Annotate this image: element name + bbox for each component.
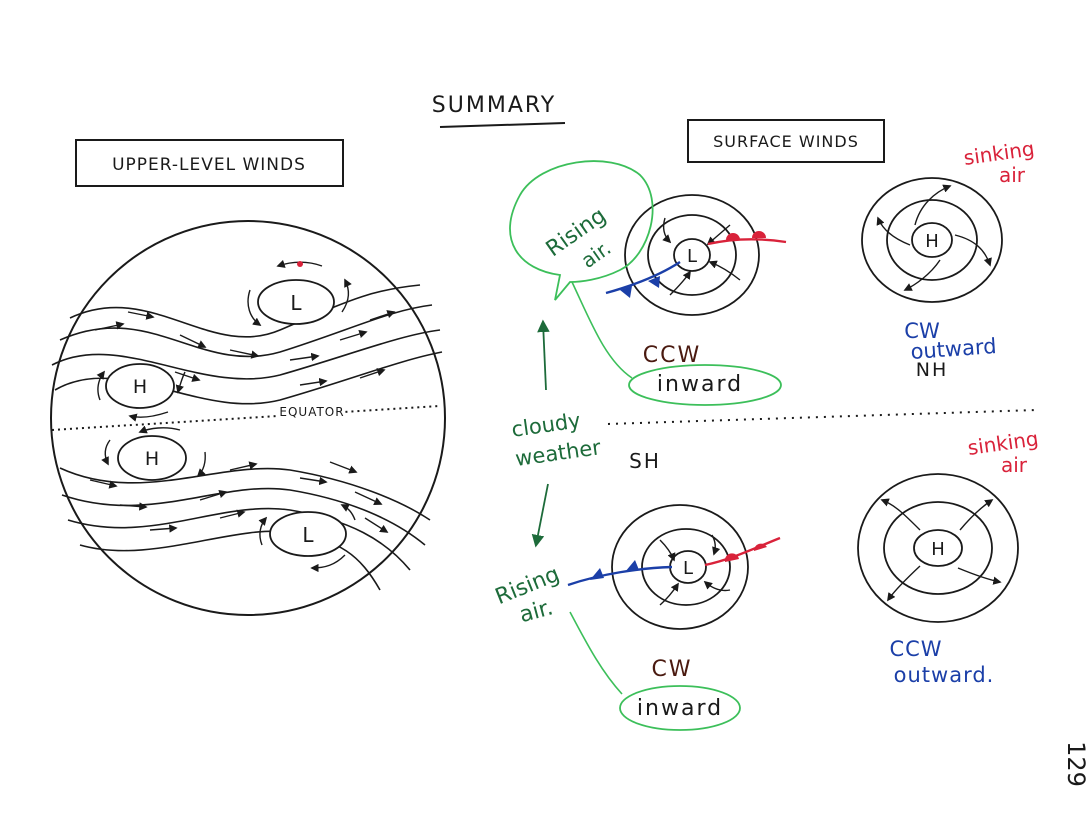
sh-high-rotation: CCW — [889, 637, 942, 661]
nh-upper-low-symbol: L — [290, 291, 302, 315]
cloudy-weather-line2: weather — [514, 435, 603, 471]
sh-low-rotation: CW — [651, 657, 692, 682]
sh-surface-low: L — [567, 504, 781, 630]
page-number: 129 — [1062, 741, 1088, 787]
sh-surface-low-symbol: L — [683, 558, 693, 579]
surface-label-box — [687, 119, 885, 163]
nh-surface-high: H — [861, 177, 1003, 303]
equator-line — [51, 405, 441, 431]
arrow-down-rising — [531, 483, 549, 548]
sh-upper-low-symbol: L — [302, 523, 314, 547]
sh-hemisphere-label: SH — [629, 449, 661, 473]
sh-upper-high-symbol: H — [145, 448, 159, 470]
sh-high-flow: outward. — [894, 663, 995, 687]
arrow-up-rising — [537, 319, 550, 391]
rising-air-top-bubble — [509, 160, 654, 301]
nh-sinking-air-line2: air — [999, 163, 1026, 187]
page-title: SUMMARY — [432, 93, 556, 118]
nh-low-inward-highlight — [628, 364, 782, 406]
sh-surface-high-symbol: H — [931, 539, 945, 560]
sh-surface-high: H — [857, 473, 1019, 623]
nh-high-rotation: CW — [904, 319, 940, 343]
equator-label: EQUATOR — [279, 405, 344, 419]
surface-label: SURFACE WINDS — [713, 132, 859, 151]
leader-bottom — [569, 611, 623, 695]
upper-level-globe: EQUATOR L H — [50, 220, 446, 616]
sh-low-flow: inward — [637, 696, 723, 721]
nh-surface-low: L — [605, 194, 787, 316]
cloudy-weather-line1: cloudy — [510, 408, 582, 441]
nh-surface-low-symbol: L — [687, 246, 697, 267]
sh-sinking-air-line2: air — [1001, 453, 1028, 477]
nh-surface-high-symbol: H — [925, 231, 939, 252]
upper-level-label: UPPER-LEVEL WINDS — [112, 155, 306, 175]
leader-top — [571, 281, 633, 379]
nh-low-flow: inward — [657, 372, 743, 397]
upper-level-label-box — [75, 139, 344, 187]
title-underline — [439, 122, 566, 128]
nh-low-rotation: CCW — [643, 343, 701, 368]
sh-low-inward-highlight — [619, 685, 741, 731]
nh-high-flow: outward — [910, 334, 997, 364]
hemisphere-divider — [607, 409, 1037, 425]
nh-upper-high-symbol: H — [133, 376, 147, 398]
nh-hemisphere-label: NH — [916, 359, 949, 381]
